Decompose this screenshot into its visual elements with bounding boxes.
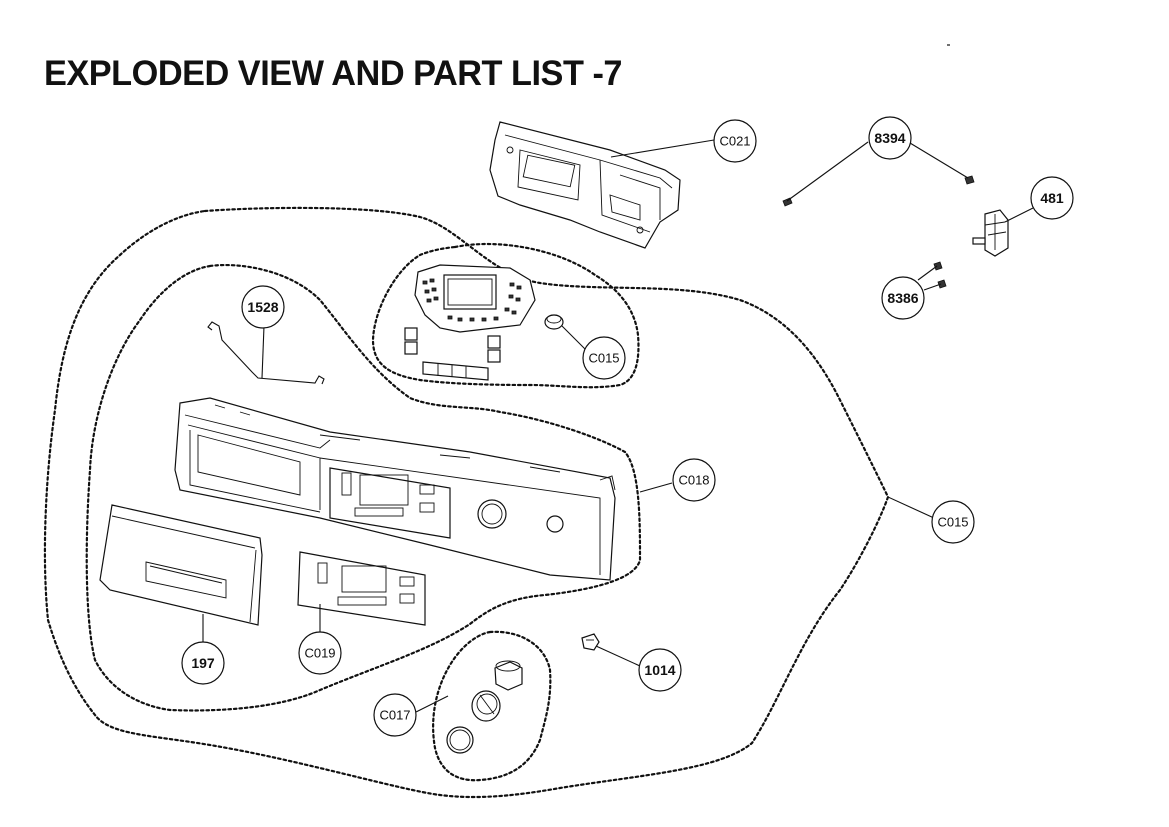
control-panel-part [174,397,616,581]
part-1014-button [581,633,600,651]
callout-label: C018 [678,473,709,488]
drawer-panel-197-part [99,504,263,626]
callout-c017: C017 [373,693,417,737]
inner-panel-boundary [85,263,642,712]
callout-label: C017 [379,708,410,723]
screw-8394-left [782,197,793,207]
callout-8386: 8386 [881,276,925,320]
screw-8386-pair [933,261,947,289]
knob-assembly-part [446,660,523,754]
callout-481: 481 [1030,176,1074,220]
light-guide-ring-part [544,314,564,330]
callout-c018: C018 [672,458,716,502]
decal-panel-c019-part [297,551,426,626]
wire-rod-1528-part [207,321,325,385]
leader-lines [202,139,1034,713]
callout-label: C021 [719,134,750,149]
knob-group-boundary [432,630,552,782]
callout-c015-top: C015 [582,336,626,380]
callout-197: 197 [181,641,225,685]
callout-label: 197 [191,655,215,671]
callout-c021: C021 [713,119,757,163]
callout-8394: 8394 [868,116,912,160]
display-group-boundary [371,242,640,389]
button-keys-part [404,327,501,381]
pcb-holder-part [489,121,681,249]
callout-label: C019 [304,646,335,661]
callout-label: 1528 [247,299,278,315]
display-pcb-part [414,264,536,333]
switch-481-part [972,209,1009,257]
callout-label: 481 [1040,190,1064,206]
callout-label: 8386 [887,290,918,306]
callout-label: 8394 [874,130,905,146]
callout-label: C015 [937,515,968,530]
page-title: EXPLODED VIEW AND PART LIST -7 [44,54,622,93]
callout-c019: C019 [298,631,342,675]
callout-1014: 1014 [638,648,682,692]
callout-1528: 1528 [241,285,285,329]
callout-label: C015 [588,351,619,366]
outer-assembly-boundary [43,206,890,799]
callout-label: 1014 [644,662,675,678]
callout-c015-right: C015 [931,500,975,544]
